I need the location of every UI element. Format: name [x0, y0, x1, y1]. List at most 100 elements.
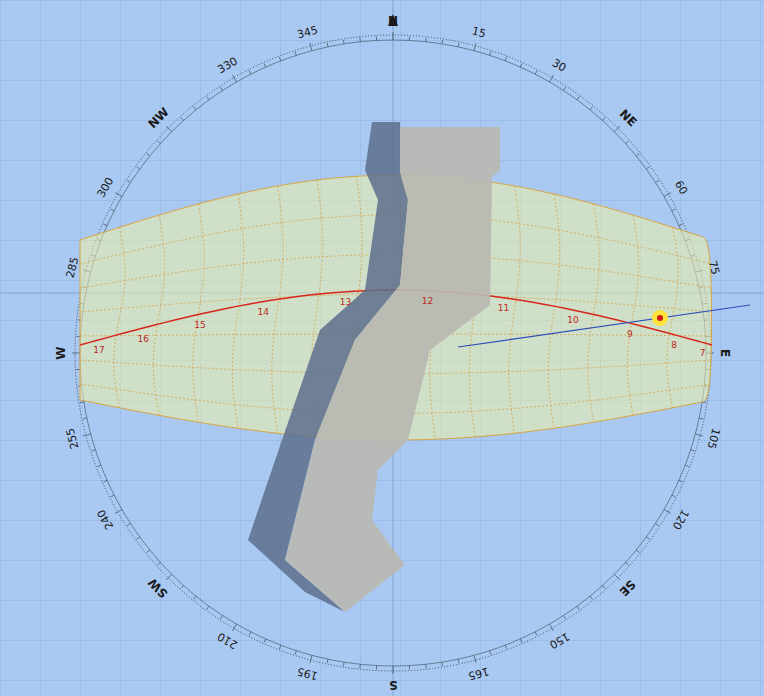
compass-tick	[550, 75, 554, 82]
compass-tick	[80, 401, 84, 403]
compass-tick	[264, 63, 266, 67]
compass-tick	[695, 434, 703, 436]
hour-line	[548, 194, 559, 428]
compass-tick	[490, 651, 491, 655]
compass-tick	[327, 43, 329, 47]
compass-tick	[115, 193, 122, 197]
compass-tick	[166, 574, 172, 580]
sun-ray	[458, 305, 750, 347]
compass-tick	[72, 353, 80, 354]
compass-tick	[505, 645, 506, 649]
compass-direction: N	[388, 15, 398, 27]
compass-tick	[441, 662, 443, 666]
hour-number: 16	[137, 335, 148, 344]
compass-tick	[279, 645, 280, 649]
compass-tick	[425, 664, 426, 668]
hour-line	[153, 215, 164, 415]
compass-tick	[490, 52, 491, 56]
hour-number: 15	[194, 321, 205, 330]
compass-tick	[550, 624, 554, 631]
compass-tick	[626, 141, 629, 144]
compass-ring	[75, 35, 711, 671]
compass-tick	[111, 495, 115, 497]
compass-tick	[626, 562, 629, 565]
hour-number: 9	[627, 330, 633, 339]
compass-tick	[127, 523, 130, 525]
compass-tick	[376, 36, 377, 40]
compass-tick	[127, 180, 130, 182]
compass-tick	[295, 651, 296, 655]
compass-tick	[157, 141, 160, 144]
compass-tick	[691, 450, 695, 451]
compass-tick	[520, 639, 522, 643]
compass-tick	[577, 97, 579, 100]
compass-tick	[685, 465, 689, 466]
compass-tick	[441, 40, 443, 44]
compass-tick	[672, 495, 676, 497]
compass-direction: E	[719, 349, 731, 357]
bearing-number: 15	[471, 25, 487, 39]
compass-tick	[393, 32, 394, 40]
compass-tick	[699, 418, 703, 420]
hour-line	[272, 186, 283, 433]
building-roof	[285, 127, 500, 612]
compass-tick	[520, 63, 522, 67]
compass-tick	[590, 107, 593, 110]
compass-tick	[535, 632, 537, 636]
compass-tick	[563, 87, 565, 90]
compass-tick	[83, 434, 91, 436]
north-arrow	[388, 14, 398, 26]
compass-tick	[166, 126, 172, 132]
compass-tick	[295, 52, 296, 56]
compass-tick	[664, 510, 671, 514]
compass-tick	[679, 224, 683, 226]
compass-tick	[147, 154, 150, 157]
compass-tick	[207, 97, 209, 100]
compass-tick	[103, 480, 107, 482]
compass-tick	[535, 71, 537, 75]
compass-tick	[359, 38, 360, 42]
compass-tick	[103, 224, 107, 226]
hour-line	[509, 186, 520, 433]
hour-number: 8	[671, 341, 677, 350]
compass-tick	[376, 666, 377, 670]
compass-tick	[393, 666, 394, 674]
compass-tick	[233, 624, 237, 631]
compass-tick	[614, 574, 620, 580]
compass-tick	[157, 562, 160, 565]
hour-line	[667, 227, 678, 407]
compass-tick	[194, 107, 197, 110]
sun-marker	[657, 315, 663, 321]
compass-tick	[220, 616, 222, 619]
compass-tick	[614, 126, 620, 132]
compass-tick	[147, 550, 150, 553]
compass-tick	[646, 167, 649, 169]
compass-tick	[602, 586, 605, 589]
compass-tick	[656, 180, 659, 182]
compass-tick	[590, 596, 593, 599]
compass-tick	[425, 38, 426, 42]
compass-tick	[636, 154, 639, 157]
compass-tick	[181, 117, 184, 120]
compass-tick	[194, 596, 197, 599]
compass-tick	[249, 71, 251, 75]
compass-tick	[97, 465, 101, 466]
hour-number: 12	[422, 297, 433, 306]
compass-tick	[343, 40, 345, 44]
compass-tick	[207, 606, 209, 609]
compass-tick	[359, 664, 360, 668]
bearing-number: 75	[707, 259, 721, 275]
compass-tick	[181, 586, 184, 589]
compass-tick	[563, 616, 565, 619]
compass-tick	[458, 659, 460, 663]
hour-line	[232, 194, 243, 428]
compass-tick	[220, 87, 222, 90]
compass-tick	[137, 537, 140, 539]
compass-tick	[111, 209, 115, 211]
compass-tick	[505, 57, 506, 61]
compass-tick	[474, 43, 476, 51]
compass-tick	[92, 450, 96, 451]
compass-tick	[115, 510, 122, 514]
